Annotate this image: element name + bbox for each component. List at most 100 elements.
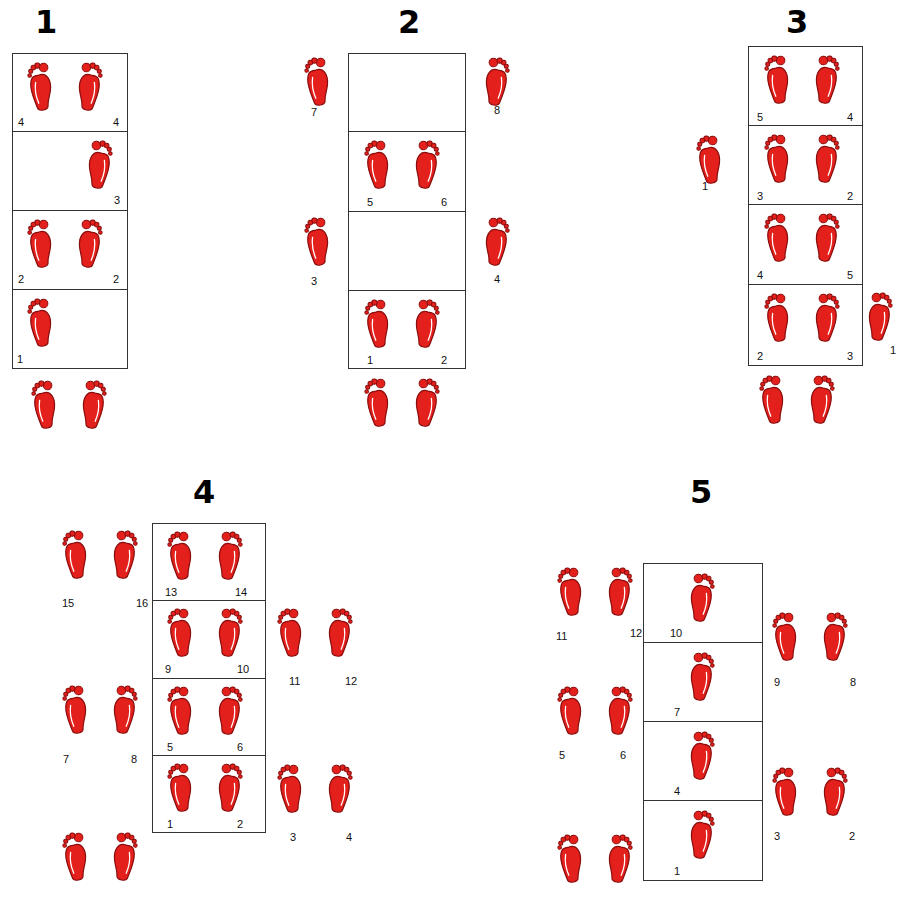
footprint <box>62 832 88 881</box>
footprint <box>87 140 113 189</box>
step-number: 7 <box>311 106 317 119</box>
step-number: 1 <box>17 353 23 366</box>
step-number: 5 <box>367 196 373 209</box>
footprint <box>304 217 330 266</box>
footprint <box>27 62 53 111</box>
step-number: 12 <box>345 675 357 688</box>
footprint <box>557 686 583 735</box>
footprint <box>867 292 893 341</box>
step-number: 4 <box>18 116 24 129</box>
footprint <box>414 140 440 189</box>
ladder-cell: 1 <box>12 289 128 369</box>
footprint <box>822 612 848 661</box>
footprint <box>689 573 715 622</box>
footprint <box>764 213 790 262</box>
step-number: 5 <box>847 269 853 282</box>
step-number: 1 <box>167 818 173 831</box>
footprint <box>112 685 138 734</box>
step-number: 2 <box>18 273 24 286</box>
ladder-cell: 12 <box>152 755 266 833</box>
step-number: 2 <box>757 350 763 363</box>
ladder-cell: 12 <box>348 290 466 369</box>
step-number: 4 <box>757 269 763 282</box>
step-number: 5 <box>757 111 763 124</box>
ladder-cell <box>349 212 466 291</box>
footprint <box>31 380 57 429</box>
step-number: 14 <box>235 586 247 599</box>
ladder-cell: 10 <box>643 563 763 643</box>
footprint <box>364 299 390 348</box>
ladder-cell: 56 <box>152 678 266 756</box>
footprint <box>167 686 193 735</box>
footprint <box>764 55 790 104</box>
footprint <box>607 834 633 883</box>
footprint <box>112 832 138 881</box>
step-number: 10 <box>670 627 682 640</box>
step-number: 3 <box>774 830 780 843</box>
footprint <box>27 298 53 347</box>
ladder-cell: 7 <box>643 642 763 722</box>
footprint <box>689 652 715 701</box>
footprint <box>364 378 390 427</box>
drill-number: 4 <box>193 474 215 510</box>
footprint <box>557 834 583 883</box>
footprint <box>607 567 633 616</box>
footprint <box>809 375 835 424</box>
drill-number: 3 <box>786 4 808 40</box>
footprint <box>81 380 107 429</box>
step-number: 6 <box>441 196 447 209</box>
footprint <box>557 567 583 616</box>
step-number: 3 <box>847 350 853 363</box>
footprint <box>814 293 840 342</box>
step-number: 3 <box>757 190 763 203</box>
footprint <box>814 55 840 104</box>
step-number: 13 <box>165 586 177 599</box>
ladder-cell: 56 <box>348 131 466 212</box>
step-number: 3 <box>290 831 296 844</box>
ladder-cell: 3 <box>12 131 128 211</box>
drill-number: 1 <box>35 4 57 40</box>
footprint <box>484 57 510 106</box>
footprint <box>759 375 785 424</box>
ladder-cell: 4 <box>643 721 763 801</box>
step-number: 1 <box>367 354 373 367</box>
footprint <box>814 213 840 262</box>
drill-number: 5 <box>690 474 712 510</box>
step-number: 1 <box>674 865 680 878</box>
step-number: 8 <box>850 676 856 689</box>
step-number: 11 <box>289 675 300 688</box>
step-number: 5 <box>559 749 565 762</box>
footprint <box>814 134 840 183</box>
step-number: 7 <box>63 753 69 766</box>
footprint <box>822 767 848 816</box>
step-number: 9 <box>774 676 780 689</box>
footprint <box>112 530 138 579</box>
footprint <box>696 135 722 184</box>
footprint <box>167 608 193 657</box>
step-number: 3 <box>114 194 120 207</box>
footprint <box>364 140 390 189</box>
footprint <box>217 686 243 735</box>
drill-number: 2 <box>398 4 420 40</box>
footprint <box>607 686 633 735</box>
step-number: 4 <box>346 831 352 844</box>
ladder-cell: 1 <box>643 800 763 881</box>
footprint <box>167 531 193 580</box>
step-number: 6 <box>620 749 626 762</box>
step-number: 1 <box>702 180 708 193</box>
ladder-cell: 22 <box>12 210 128 290</box>
step-number: 1 <box>890 344 896 357</box>
footprint <box>217 531 243 580</box>
footprint <box>772 612 798 661</box>
footprint <box>27 219 53 268</box>
footprint <box>62 530 88 579</box>
step-number: 3 <box>311 275 317 288</box>
step-number: 10 <box>237 663 249 676</box>
footprint <box>484 217 510 266</box>
step-number: 16 <box>136 597 148 610</box>
step-number: 2 <box>113 273 119 286</box>
step-number: 4 <box>494 273 500 286</box>
footprint <box>62 685 88 734</box>
footprint <box>327 608 353 657</box>
